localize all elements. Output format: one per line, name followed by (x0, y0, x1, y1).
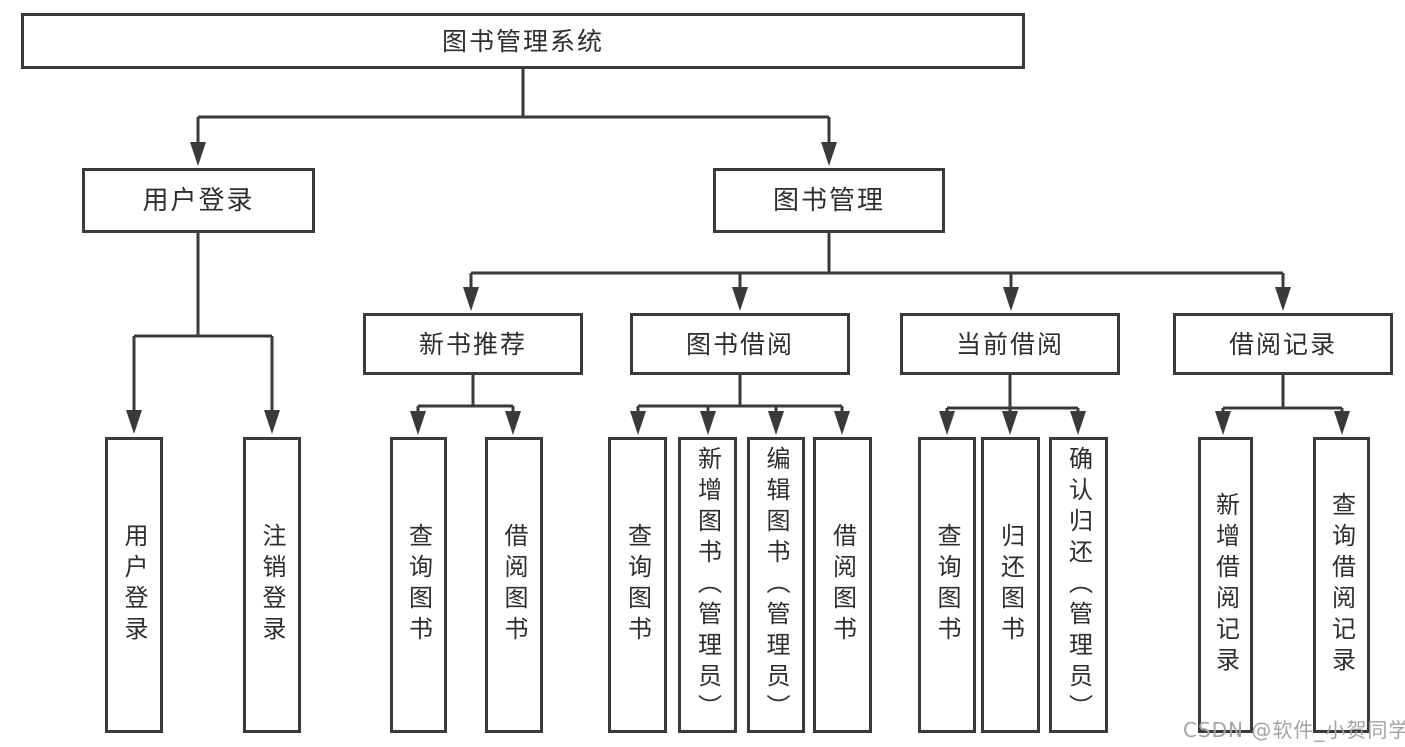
node-current-borrowing: 当前借阅 (900, 313, 1120, 375)
leaf-label: 查询图书 (404, 523, 433, 647)
leaf-label: 查询图书 (933, 523, 961, 647)
node-user-login: 用户登录 (82, 168, 315, 233)
csdn-watermark: CSDN @软件_小贺同学 (1183, 718, 1405, 742)
leaf-add-books-admin: 新增图书（管理员） (678, 437, 737, 733)
node-label: 用户登录 (142, 185, 255, 216)
leaf-add-borrow-record: 新增借阅记录 (1198, 437, 1253, 733)
leaf-label: 查询图书 (623, 523, 652, 647)
node-label: 借阅记录 (1228, 329, 1337, 359)
node-new-book-recommend: 新书推荐 (363, 313, 583, 375)
leaf-label: 编辑图书（管理员） (762, 445, 790, 725)
leaf-query-borrow-record: 查询借阅记录 (1313, 437, 1370, 733)
leaf-borrow-books: 借阅图书 (813, 437, 872, 733)
node-library-management-system: 图书管理系统 (21, 13, 1025, 69)
leaf-label: 确认归还（管理员） (1064, 445, 1093, 725)
node-label: 图书管理系统 (441, 26, 604, 56)
leaf-query-books-current: 查询图书 (918, 437, 976, 733)
leaf-label: 新增借阅记录 (1211, 492, 1240, 678)
leaf-label: 注销登录 (258, 523, 286, 647)
node-label: 当前借阅 (955, 329, 1064, 359)
leaf-confirm-return-admin: 确认归还（管理员） (1049, 437, 1108, 733)
node-book-borrowing: 图书借阅 (630, 313, 850, 375)
leaf-label: 新增图书（管理员） (693, 445, 722, 725)
leaf-user-login: 用户登录 (105, 437, 163, 733)
leaf-label: 用户登录 (120, 523, 148, 647)
node-borrowing-records: 借阅记录 (1173, 313, 1393, 375)
leaf-label: 借阅图书 (500, 523, 528, 647)
leaf-label: 归还图书 (996, 523, 1025, 647)
leaf-label: 查询借阅记录 (1327, 492, 1356, 678)
leaf-query-books-recommend: 查询图书 (390, 437, 447, 733)
leaf-label: 借阅图书 (828, 523, 857, 647)
leaf-return-books: 归还图书 (981, 437, 1040, 733)
leaf-borrow-books-recommend: 借阅图书 (485, 437, 543, 733)
node-book-management: 图书管理 (713, 168, 945, 233)
node-label: 新书推荐 (418, 329, 527, 359)
node-label: 图书借阅 (685, 329, 794, 359)
leaf-edit-books-admin: 编辑图书（管理员） (747, 437, 805, 733)
leaf-query-books-borrowing: 查询图书 (608, 437, 667, 733)
leaf-logout: 注销登录 (243, 437, 301, 733)
node-label: 图书管理 (772, 185, 885, 216)
